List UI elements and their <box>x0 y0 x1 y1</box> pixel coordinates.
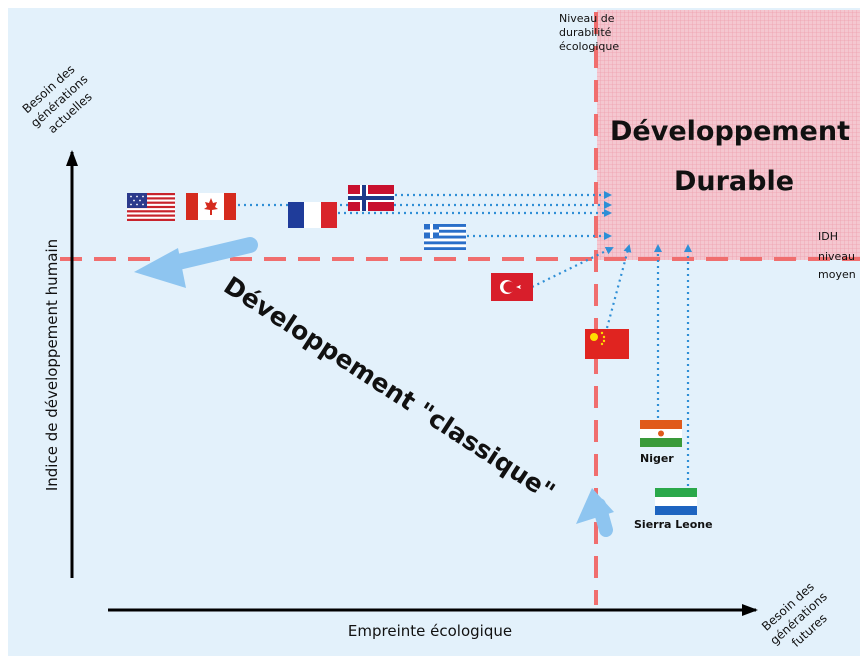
trajectory-china <box>605 244 632 329</box>
canada-flag <box>186 193 236 220</box>
idh-threshold-label-line3: moyen <box>818 268 856 281</box>
zone-title-line2: Durable <box>674 166 794 197</box>
norway-flag <box>348 185 394 211</box>
idh-threshold-label-line2: niveau <box>818 250 855 263</box>
x-axis-label: Empreinte écologique <box>348 622 512 640</box>
eco-threshold-label-line3: écologique <box>559 40 619 53</box>
niger-flag <box>640 420 682 447</box>
usa-flag <box>127 193 175 221</box>
y-axis-label: Indice de développement humain <box>43 239 61 491</box>
turkey-flag <box>491 273 533 301</box>
classic-arrow-up <box>576 488 614 537</box>
sustainable-zone <box>597 10 860 260</box>
china-flag <box>585 329 629 359</box>
sierra-leone-flag <box>655 488 697 515</box>
greece-flag <box>424 224 466 250</box>
idh-threshold-label-line1: IDH <box>818 230 838 243</box>
zone-title-line1: Développement <box>610 116 850 147</box>
eco-threshold-label-line2: durabilité <box>559 26 612 39</box>
eco-threshold-label: Niveau de durabilité écologique <box>559 12 619 53</box>
france-flag <box>288 202 337 228</box>
classic-arrow-left <box>134 237 258 288</box>
eco-threshold-label-line1: Niveau de <box>559 12 615 25</box>
idh-threshold-label: IDH niveau moyen <box>818 230 856 281</box>
sierra-leone-label: Sierra Leone <box>634 518 713 531</box>
niger-label: Niger <box>640 452 674 465</box>
